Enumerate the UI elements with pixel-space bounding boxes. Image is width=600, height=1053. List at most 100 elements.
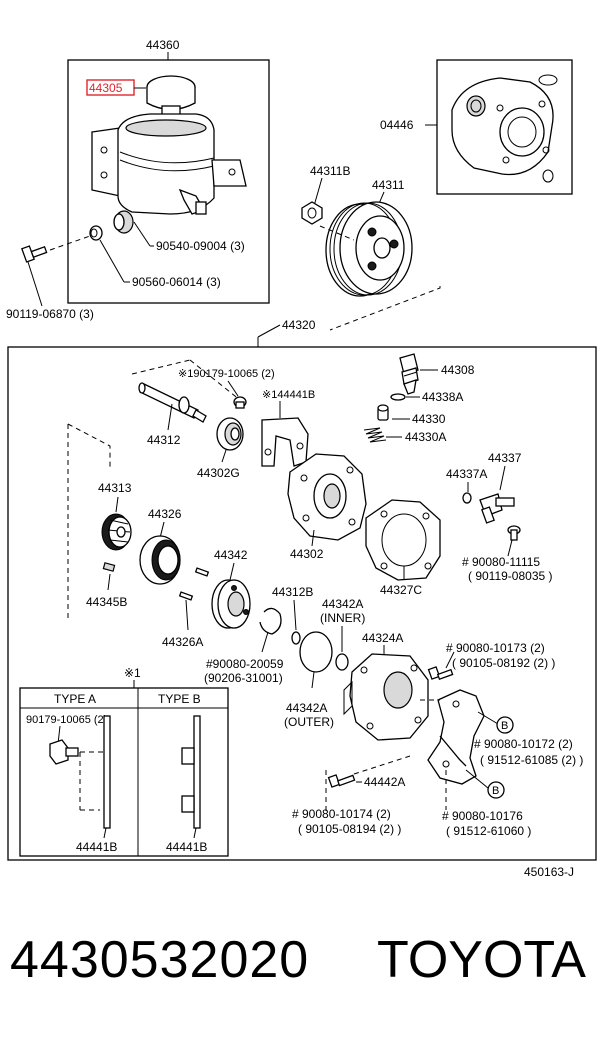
spring-44330A-icon [363,427,387,443]
side-plate-44342-icon [211,579,251,629]
pump-body-44302-icon [287,453,367,541]
mounting-bracket-icon [427,689,485,785]
label-b-2: B [492,785,499,797]
label-44330A: 44330A [405,430,446,444]
label-44324A: 44324A [362,631,403,645]
reference-code: 450163-J [524,865,574,879]
bracket-44441B-icon [261,417,309,467]
oring-outer-44342A-icon [299,631,333,673]
label-44313: 44313 [98,481,132,495]
part-number: 4430532020 [10,931,310,989]
pulley-44311-icon [325,201,413,297]
bushing-90540-icon [113,210,134,234]
type-a-bolt-icon [49,739,79,765]
reservoir-tank-icon [91,113,247,215]
exploded-parts-diagram: 44360 44305 90540-09004 (3) 90560-06014 … [6,38,597,879]
rotor-44313-icon [101,513,132,551]
bolt-90080-10173-icon [427,666,454,681]
shaft-44312-icon [138,382,207,423]
label-44308: 44308 [441,363,475,377]
label-44302G: 44302G [197,466,240,480]
pump-assembly-frame [7,346,597,861]
type-b-part-label: 44441B [166,840,207,854]
bolt-90119-icon [21,245,48,263]
type-b-header: TYPE B [158,692,201,706]
label-90206-31001: (90206-31001) [204,671,283,685]
type-a-part-label: 44441B [76,840,117,854]
label-90105-08192: ( 90105-08192 (2) ) [452,656,555,670]
type-a-header: TYPE A [54,692,96,706]
label-90105-08194: ( 90105-08194 (2) ) [298,822,401,836]
label-inner: (INNER) [320,611,365,625]
pin-icon [178,591,194,601]
cam-ring-44326-icon [139,535,181,585]
label-90540-09004: 90540-09004 (3) [156,239,245,253]
bolt-44442A-icon [327,774,356,788]
label-44337A: 44337A [446,467,487,481]
connector-44308-icon [399,353,419,395]
bolt-190179-icon [233,396,247,409]
label-b-1: B [501,720,508,732]
reservoir-cap-icon [146,75,196,121]
label-44342A-inner: 44342A [322,597,363,611]
type-a-bolt-label: 90179-10065 (2) [26,714,107,726]
type-b-bracket-icon [181,715,201,829]
oring-44337A-icon [462,492,472,504]
label-note-1: ※1 [124,666,141,680]
label-44312B: 44312B [272,585,313,599]
bearing-44302G-icon [216,417,244,451]
label-44337: 44337 [488,451,522,465]
type-a-bracket-icon [103,715,111,829]
callout-b-icon [496,716,514,734]
bolt-90080-11115-icon [507,525,521,541]
rear-housing-44324A-icon [343,653,429,741]
label-90080-20059: #90080-20059 [206,657,284,671]
label-44342A-outer: 44342A [286,701,327,715]
label-90080-10174: # 90080-10174 (2) [292,807,391,821]
label-44360: 44360 [146,38,180,52]
label-44312: 44312 [147,433,181,447]
label-90080-10173: # 90080-10173 (2) [446,641,545,655]
label-144441B: ※144441B [262,389,315,401]
bushing-90560-icon [89,225,103,241]
label-90080-11115: # 90080-11115 [462,555,540,569]
label-44320: 44320 [282,318,316,332]
label-44345B: 44345B [86,595,127,609]
gasket-kit-icon [451,74,558,183]
label-44327C: 44327C [380,583,422,597]
label-44342: 44342 [214,548,248,562]
valve-44330-icon [377,404,389,421]
sensor-44337-icon [479,493,515,524]
label-90119-08035: ( 90119-08035 ) [468,569,553,583]
brand-name: TOYOTA [377,931,586,989]
label-91512-61060: ( 91512-61060 ) [446,824,531,838]
label-04446: 04446 [380,118,414,132]
pin-icon [194,567,210,577]
label-44326: 44326 [148,507,182,521]
label-90080-10176: # 90080-10176 [442,809,523,823]
vane-44345B-icon [102,562,116,572]
label-44311: 44311 [372,178,405,192]
label-44326A: 44326A [162,635,203,649]
gasket-44327C-icon [365,499,441,581]
label-44338A: 44338A [422,390,463,404]
label-91512-61085: ( 91512-61085 (2) ) [480,753,583,767]
label-44311B: 44311B [310,164,350,178]
snap-ring-icon [259,607,282,635]
label-190179-10065: ※190179-10065 (2) [178,368,275,380]
label-44305: 44305 [89,81,123,95]
oring-44338A-icon [390,393,406,401]
footer: 4430532020 TOYOTA [0,930,600,1020]
label-outer: (OUTER) [284,715,334,729]
label-44302: 44302 [290,547,324,561]
oring-inner-44342A-icon [335,653,349,671]
label-44442A: 44442A [364,775,405,789]
label-44330: 44330 [412,412,446,426]
gasket-kit-frame [436,59,573,195]
label-90560-06014: 90560-06014 (3) [132,275,221,289]
label-90080-10172: # 90080-10172 (2) [474,737,573,751]
label-90119-06870: 90119-06870 (3) [6,307,94,321]
nut-44311B-icon [301,201,323,225]
callout-b-icon [487,781,505,799]
type-table: TYPE A TYPE B 90179-10065 (2) 44441B 444… [19,687,229,857]
